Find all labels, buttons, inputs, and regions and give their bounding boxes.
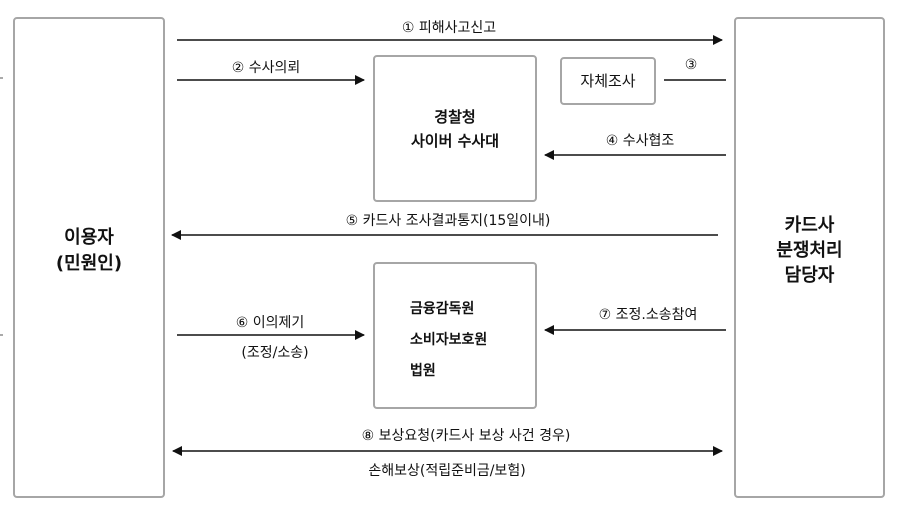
cyber-unit-label: 사이버 수사대 [410,132,500,150]
flow-3-label: ③ [684,57,698,73]
flow-7-label: ⑦ 조정.소송참여 [598,307,698,323]
self-investigation-label: 자체조사 [580,72,636,90]
card-company-label: 카드사 [784,215,835,236]
card-company-manager-label: 담당자 [784,265,835,286]
flow-6-sublabel: (조정/소송) [241,345,309,361]
flow-5-label: ⑤ 카드사 조사결과통지(15일이내) [345,213,551,229]
consumer-agency-label: 소비자보호원 [410,332,488,348]
court-label: 법원 [410,363,436,379]
regulators-box: 금융감독원 소비자보호원 법원 [373,262,537,409]
user-box: 이용자 (민원인) [13,17,165,498]
police-label: 경찰청 [434,108,476,126]
flow-8-label: ⑧ 보상요청(카드사 보상 사건 경우) [361,428,571,444]
flow-1-label: ① 피해사고신고 [401,20,497,36]
flow-6-label: ⑥ 이의제기 [235,315,305,331]
flow-2-label: ② 수사의뢰 [231,60,301,76]
user-label: 이용자 [64,227,114,248]
user-sublabel: (민원인) [55,253,123,274]
flow-4-label: ④ 수사협조 [605,133,675,149]
card-company-dispute-label: 분쟁처리 [776,240,843,261]
fss-label: 금융감독원 [410,301,475,317]
police-box: 경찰청 사이버 수사대 [373,55,537,202]
card-company-box: 카드사 분쟁처리 담당자 [734,17,885,498]
self-investigation-box: 자체조사 [560,57,656,105]
flow-8-sublabel: 손해보상(적립준비금/보험) [368,463,526,479]
